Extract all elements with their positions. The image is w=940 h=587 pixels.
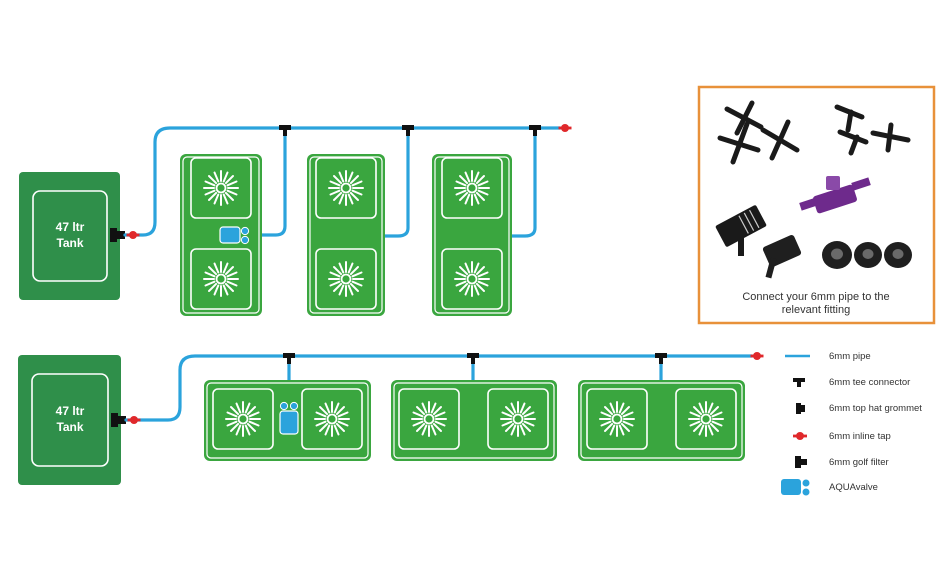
bottom-system: 47 ltr Tank bbox=[18, 352, 764, 485]
aquavalve-bottom bbox=[279, 401, 299, 435]
tray-bottom-3 bbox=[578, 380, 745, 461]
fittings-caption-line2: relevant fitting bbox=[782, 304, 850, 316]
grommets-icon bbox=[822, 241, 912, 269]
legend-item-pipe: 6mm pipe bbox=[785, 351, 871, 362]
purple-valve-icon bbox=[799, 176, 871, 214]
legend-item-tap: 6mm inline tap bbox=[793, 431, 891, 442]
legend-label-tap: 6mm inline tap bbox=[829, 431, 891, 442]
legend-label-aquavalve: AQUAvalve bbox=[829, 482, 878, 493]
golf-filter-top bbox=[110, 228, 125, 242]
tank-top-label-line1: 47 ltr bbox=[56, 220, 85, 234]
legend-label-tee: 6mm tee connector bbox=[829, 377, 910, 388]
top-system: 47 ltr Tank bbox=[19, 124, 572, 316]
cross-connector-icon bbox=[717, 100, 800, 165]
aquavalve-top bbox=[219, 226, 250, 245]
golf-filter-bottom bbox=[111, 413, 126, 427]
inline-tap-icon bbox=[793, 432, 807, 440]
legend-label-pipe: 6mm pipe bbox=[829, 351, 871, 362]
tank-bottom-label-line2: Tank bbox=[56, 420, 83, 434]
top-hat-grommet-fitting-icon bbox=[762, 234, 802, 279]
tank-bottom: 47 ltr Tank bbox=[18, 355, 121, 485]
tray-top-3 bbox=[432, 154, 512, 316]
legend-item-aquavalve: AQUAvalve bbox=[781, 479, 878, 496]
legend-label-grommet: 6mm top hat grommet bbox=[829, 403, 922, 414]
legend-item-tee: 6mm tee connector bbox=[793, 377, 910, 388]
top-pipes bbox=[123, 126, 562, 238]
legend-item-grommet: 6mm top hat grommet bbox=[796, 403, 922, 414]
tank-top: 47 ltr Tank bbox=[19, 172, 120, 300]
grommet-icon bbox=[796, 403, 805, 414]
golf-filter-fitting-icon bbox=[715, 205, 767, 256]
tray-top-2 bbox=[307, 154, 385, 316]
legend: 6mm pipe 6mm tee connector 6mm top hat g… bbox=[781, 351, 922, 496]
tank-top-label-line2: Tank bbox=[56, 236, 83, 250]
tee-connector-icon bbox=[793, 378, 805, 387]
fittings-panel: Connect your 6mm pipe to the relevant fi… bbox=[697, 85, 936, 325]
tank-bottom-label-line1: 47 ltr bbox=[56, 404, 85, 418]
golf-filter-icon bbox=[795, 456, 807, 468]
tee-connectors-icon bbox=[834, 104, 911, 156]
legend-label-filter: 6mm golf filter bbox=[829, 457, 889, 468]
legend-item-filter: 6mm golf filter bbox=[795, 456, 889, 468]
fittings-caption-line1: Connect your 6mm pipe to the bbox=[742, 291, 889, 303]
tray-bottom-2 bbox=[391, 380, 557, 461]
aquavalve-icon bbox=[781, 479, 810, 496]
